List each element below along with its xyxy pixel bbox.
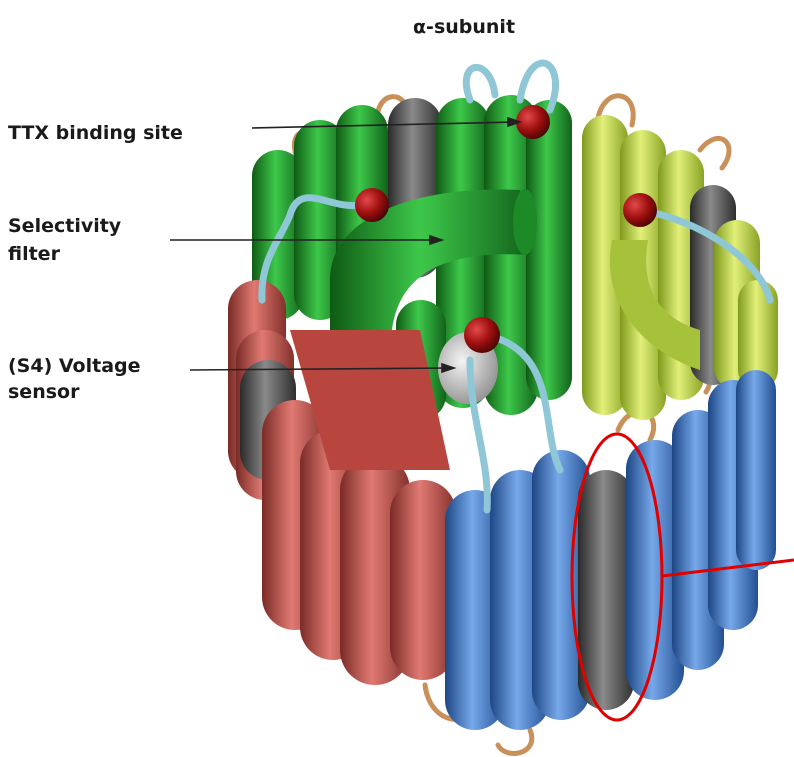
binding-site-ball bbox=[355, 188, 389, 222]
label-voltage-sensor-2: sensor bbox=[8, 381, 80, 403]
label-ttx-binding-site: TTX binding site bbox=[8, 122, 183, 144]
label-selectivity-filter-1: Selectivity bbox=[8, 215, 122, 237]
binding-site-ball bbox=[464, 317, 500, 353]
label-voltage-sensor-1: (S4) Voltage bbox=[8, 355, 141, 377]
blue-helix bbox=[736, 370, 776, 570]
blue-s4-helix bbox=[578, 470, 634, 710]
binding-site-ball bbox=[623, 193, 657, 227]
label-selectivity-filter-2: filter bbox=[8, 243, 61, 265]
green-helix bbox=[526, 100, 572, 400]
domain-blue bbox=[445, 370, 776, 730]
title-alpha-subunit: α-subunit bbox=[413, 16, 515, 38]
domain-red bbox=[228, 280, 456, 685]
filter-end-cap bbox=[513, 189, 537, 255]
